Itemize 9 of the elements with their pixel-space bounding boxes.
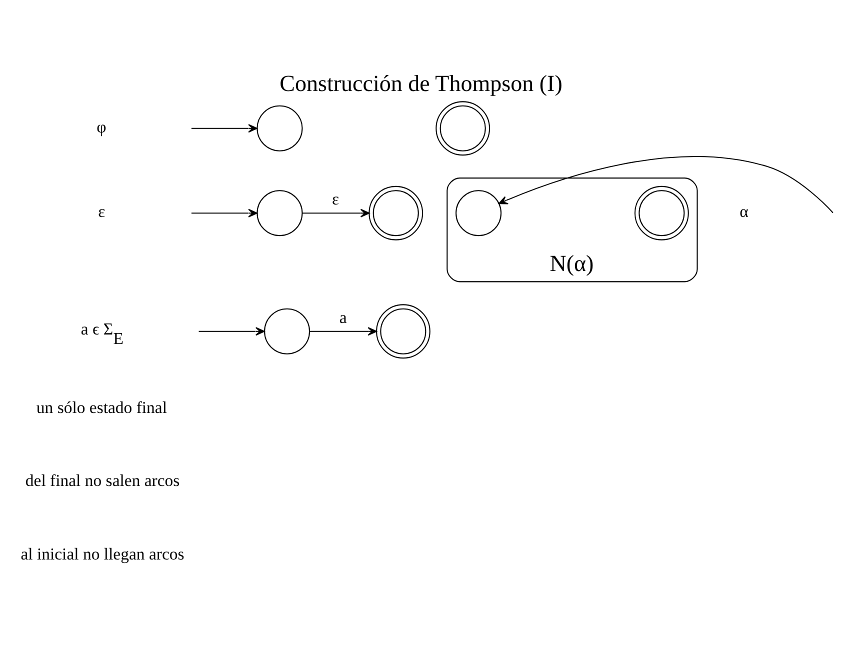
label: ε bbox=[98, 202, 106, 221]
label: del final no salen arcos bbox=[25, 470, 180, 490]
diagram-title: Construcción de Thompson (I) bbox=[280, 69, 562, 96]
label: α bbox=[740, 202, 748, 221]
label: un sólo estado final bbox=[36, 397, 168, 416]
label: φ bbox=[96, 116, 106, 136]
label: al inicial no llegan arcos bbox=[20, 544, 184, 563]
edge-label: a bbox=[339, 307, 347, 326]
edge-label: ε bbox=[332, 189, 340, 208]
